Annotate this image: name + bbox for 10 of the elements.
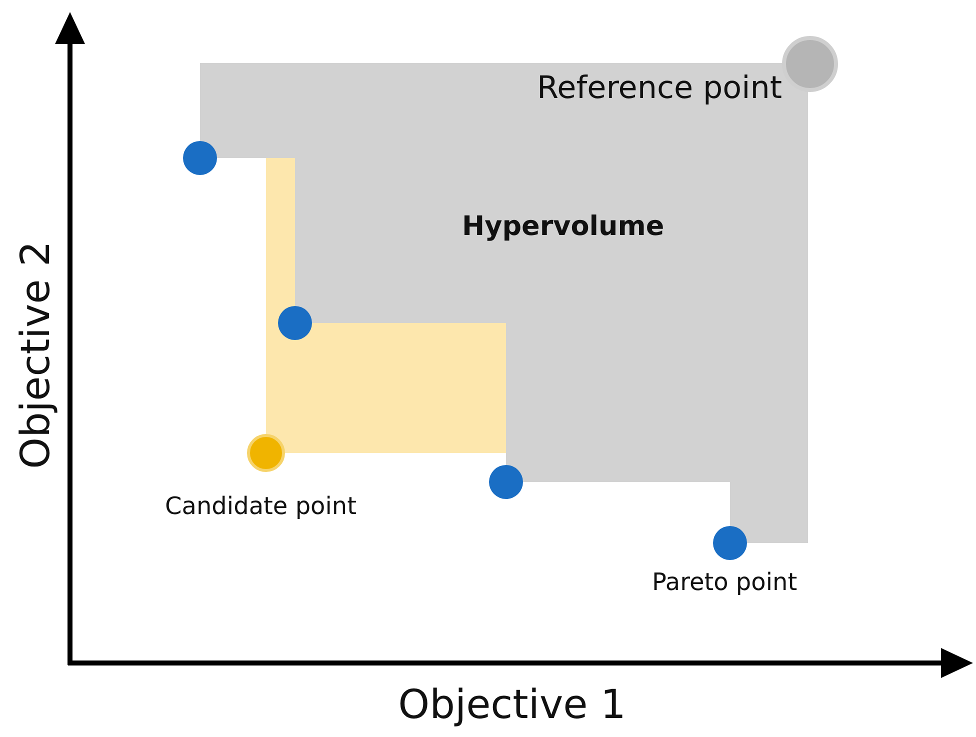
pareto-point [183, 141, 217, 175]
pareto-point [489, 465, 523, 499]
region-label: Hypervolume [462, 211, 664, 242]
point-label: Candidate point [165, 492, 357, 520]
pareto-point [713, 526, 747, 560]
axis-title: Objective 2 [13, 241, 59, 469]
point-label: Reference point [537, 70, 782, 106]
candidate-point [247, 434, 285, 472]
axis-title: Objective 1 [398, 682, 626, 728]
point-label: Pareto point [652, 568, 798, 596]
